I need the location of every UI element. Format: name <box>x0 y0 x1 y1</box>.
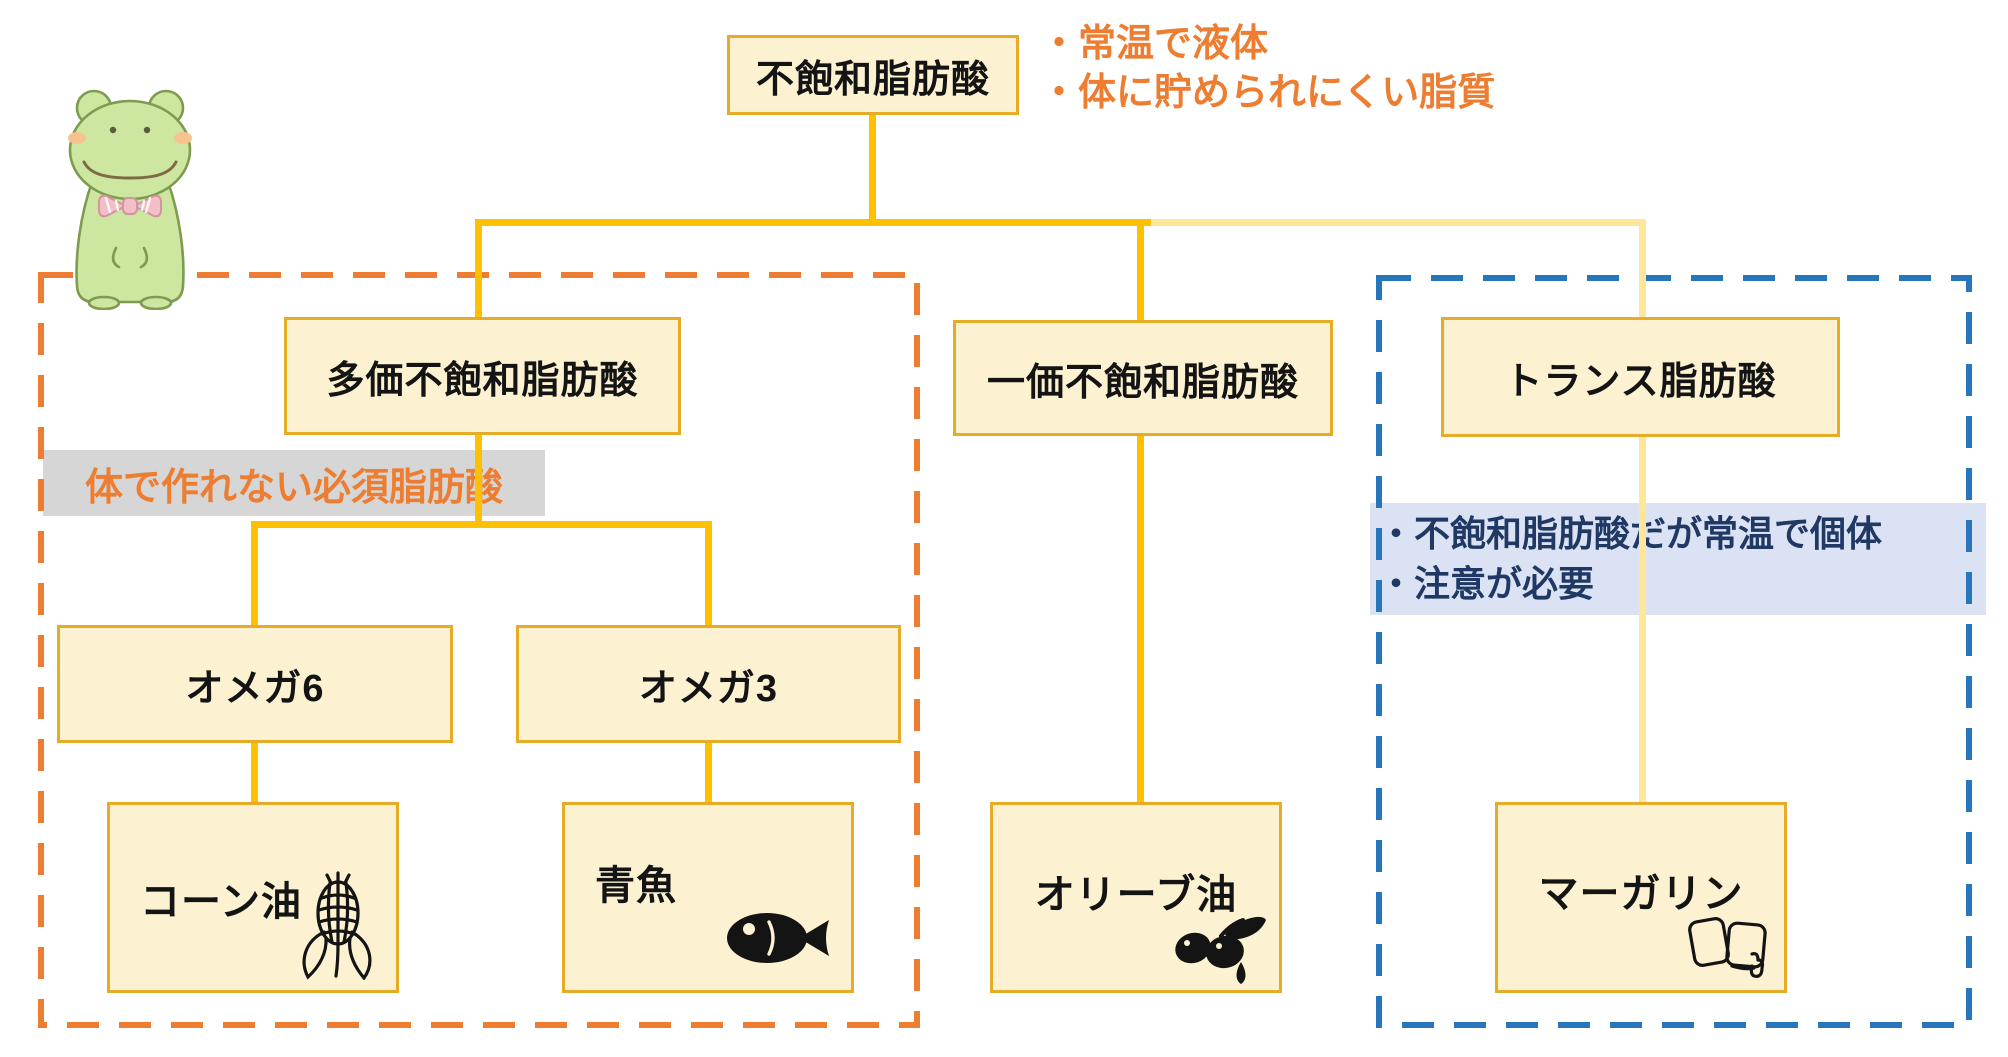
connector-branch-left-gold <box>475 219 1151 226</box>
node-omega6: オメガ6 <box>57 625 453 743</box>
trans-fat-note: ・不飽和脂肪酸だが常温で個体 ・注意が必要 <box>1370 503 1986 615</box>
trans-group-border <box>1376 275 1972 1028</box>
connector-omega6-to-corn <box>251 741 258 804</box>
node-label: 多価不飽和脂肪酸 <box>326 359 639 402</box>
connector-to-poly <box>475 219 482 319</box>
connector-omega-split <box>251 521 712 528</box>
connector-to-omega6 <box>251 521 258 627</box>
connector-to-mono <box>1137 219 1144 322</box>
node-margarine: マーガリン <box>1495 802 1787 993</box>
essential-fatty-acid-note: 体で作れない必須脂肪酸 <box>43 450 545 516</box>
node-label: コーン油 <box>140 879 302 924</box>
connector-to-omega3 <box>705 521 712 627</box>
node-trans-fatty-acid: トランス脂肪酸 <box>1441 317 1840 437</box>
fish-icon <box>727 913 829 963</box>
root-properties-note: ・常温で液体 ・体に貯められにくい脂質 <box>1040 20 1495 118</box>
node-blue-fish: 青魚 <box>562 802 854 993</box>
node-label: オリーブ油 <box>1034 872 1238 917</box>
essential-note-text: 体で作れない必須脂肪酸 <box>84 466 503 509</box>
node-label: 青魚 <box>595 864 677 908</box>
connector-trans-to-margarine <box>1639 435 1646 804</box>
node-label: オメガ6 <box>185 667 325 710</box>
node-label: マーガリン <box>1538 871 1744 916</box>
connector-poly-down <box>475 433 482 525</box>
node-label: トランス脂肪酸 <box>1504 360 1777 403</box>
trans-note-line1: ・不飽和脂肪酸だが常温で個体 <box>1378 513 1883 554</box>
node-olive-oil: オリーブ油 <box>990 802 1282 993</box>
olive-icon <box>1175 916 1266 984</box>
node-label: 一価不飽和脂肪酸 <box>986 361 1299 404</box>
node-corn-oil: コーン油 <box>107 802 399 993</box>
frog-mascot-illustration <box>68 89 192 310</box>
connector-branch-right-pale <box>1144 219 1646 226</box>
corn-icon <box>302 871 372 980</box>
connector-mono-to-olive <box>1137 434 1144 804</box>
node-polyunsaturated: 多価不飽和脂肪酸 <box>284 317 681 435</box>
trans-note-line2: ・注意が必要 <box>1378 563 1595 604</box>
margarine-icon <box>1688 917 1767 978</box>
node-label: オメガ3 <box>638 667 779 710</box>
node-omega3: オメガ3 <box>516 625 901 743</box>
node-monounsaturated: 一価不飽和脂肪酸 <box>953 320 1333 436</box>
connector-to-trans <box>1639 219 1646 319</box>
connector-root-down <box>869 113 876 223</box>
root-note-line2: ・体に貯められにくい脂質 <box>1040 72 1496 114</box>
root-note-line1: ・常温で液体 <box>1040 23 1269 65</box>
node-label: 不飽和脂肪酸 <box>755 58 990 101</box>
node-unsaturated-fatty-acid: 不飽和脂肪酸 <box>727 35 1019 115</box>
connector-omega3-to-fish <box>705 741 712 804</box>
